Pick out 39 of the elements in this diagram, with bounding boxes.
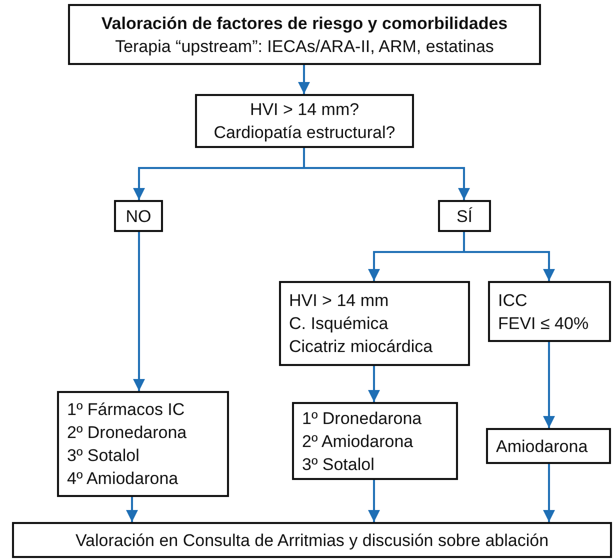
box-text: HVI > 14 mm? bbox=[250, 99, 360, 121]
process-box bbox=[279, 281, 470, 366]
process-box bbox=[488, 281, 611, 342]
arrow bbox=[543, 342, 555, 428]
box-text: SÍ bbox=[456, 206, 473, 228]
box-text: NO bbox=[126, 206, 152, 228]
box-text: Terapia “upstream”: IECAs/ARA-II, ARM, estatinas bbox=[115, 36, 494, 58]
box-text: 4º Amiodarona bbox=[67, 468, 178, 490]
box-heading: Valoración de factores de riesgo y comorbilidades bbox=[101, 12, 508, 34]
arrow bbox=[368, 366, 380, 402]
process-box bbox=[292, 402, 458, 480]
box-text: 2º Dronedarona bbox=[67, 422, 187, 444]
box-text: Amiodarona bbox=[496, 436, 588, 458]
box-text: Cicatriz miocárdica bbox=[289, 336, 433, 358]
arrow bbox=[303, 148, 470, 200]
process-box bbox=[114, 200, 163, 232]
box-text: FEVI ≤ 40% bbox=[498, 312, 589, 334]
arrow bbox=[133, 232, 145, 391]
box-text: Cardiopatía estructural? bbox=[214, 122, 396, 144]
process-box bbox=[486, 428, 611, 464]
arrow bbox=[298, 65, 310, 94]
box-text: 1º Fármacos IC bbox=[67, 399, 185, 421]
arrow bbox=[368, 480, 380, 522]
process-box bbox=[68, 4, 541, 65]
arrow bbox=[126, 497, 138, 522]
box-text: C. Isquémica bbox=[289, 313, 388, 335]
box-text: 1º Dronedarona bbox=[302, 408, 422, 430]
box-text: ICC bbox=[498, 290, 528, 312]
arrow bbox=[463, 232, 555, 281]
box-text: 3º Sotalol bbox=[302, 454, 374, 476]
arrow bbox=[543, 464, 555, 522]
process-box bbox=[12, 522, 612, 558]
box-text: 3º Sotalol bbox=[67, 445, 140, 467]
process-box bbox=[195, 94, 414, 148]
box-text: HVI > 14 mm bbox=[289, 290, 389, 312]
box-text: Valoración en Consulta de Arritmias y discusión sobre ablación bbox=[75, 530, 549, 552]
box-text: 2º Amiodarona bbox=[302, 430, 414, 452]
process-box bbox=[57, 391, 229, 497]
process-box bbox=[438, 200, 491, 232]
